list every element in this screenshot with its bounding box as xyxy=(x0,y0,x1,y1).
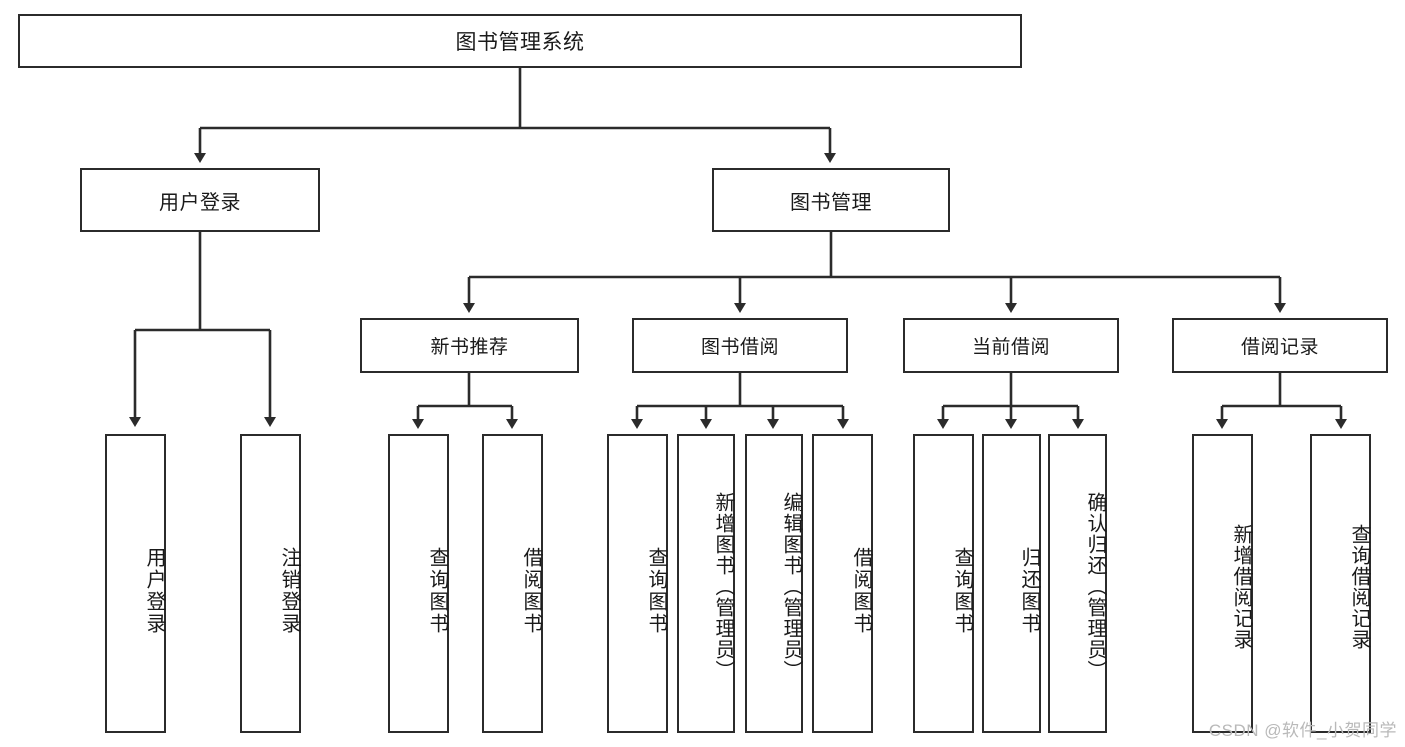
node-user-login[interactable]: 用户登录 xyxy=(80,168,320,232)
node-root-label: 图书管理系统 xyxy=(455,31,585,54)
leaf-add-record-label: 新增借阅记录 xyxy=(1230,523,1252,650)
node-borrow-record[interactable]: 借阅记录 xyxy=(1172,318,1388,373)
leaf-edit-book-label: 编辑图书（管理员） xyxy=(780,492,802,681)
leaf-confirm-return[interactable]: 确认归还（管理员） xyxy=(1048,434,1107,733)
node-current-borrow-label: 当前借阅 xyxy=(971,337,1050,358)
node-user-login-label: 用户登录 xyxy=(159,191,241,214)
leaf-query-book-2-label: 查询图书 xyxy=(645,546,667,635)
leaf-query-book-3-label: 查询图书 xyxy=(951,546,973,635)
leaf-query-book-3[interactable]: 查询图书 xyxy=(913,434,974,733)
leaf-borrow-book-2-label: 借阅图书 xyxy=(850,546,872,635)
node-book-manage-label: 图书管理 xyxy=(790,191,872,214)
node-root-book-management-system[interactable]: 图书管理系统 xyxy=(18,14,1022,68)
leaf-confirm-return-label: 确认归还（管理员） xyxy=(1084,492,1106,681)
node-borrow-record-label: 借阅记录 xyxy=(1240,337,1319,358)
leaf-return-book-label: 归还图书 xyxy=(1018,546,1040,635)
node-book-borrow-label: 图书借阅 xyxy=(700,337,779,358)
node-current-borrow[interactable]: 当前借阅 xyxy=(903,318,1119,373)
leaf-borrow-book-1[interactable]: 借阅图书 xyxy=(482,434,543,733)
leaf-logout-login[interactable]: 注销登录 xyxy=(240,434,301,733)
leaf-add-book-label: 新增图书（管理员） xyxy=(712,492,734,681)
leaf-add-record[interactable]: 新增借阅记录 xyxy=(1192,434,1253,733)
node-new-book-recommend-label: 新书推荐 xyxy=(430,337,509,358)
leaf-edit-book[interactable]: 编辑图书（管理员） xyxy=(745,434,803,733)
leaf-query-record-label: 查询借阅记录 xyxy=(1348,523,1370,650)
leaf-borrow-book-2[interactable]: 借阅图书 xyxy=(812,434,873,733)
leaf-borrow-book-1-label: 借阅图书 xyxy=(520,546,542,635)
node-new-book-recommend[interactable]: 新书推荐 xyxy=(360,318,579,373)
leaf-logout-login-label: 注销登录 xyxy=(278,546,300,635)
leaf-query-book-1-label: 查询图书 xyxy=(426,546,448,635)
csdn-watermark: CSDN @软件_小贺同学 xyxy=(1208,721,1397,740)
node-book-manage[interactable]: 图书管理 xyxy=(712,168,950,232)
leaf-query-book-1[interactable]: 查询图书 xyxy=(388,434,449,733)
leaf-return-book[interactable]: 归还图书 xyxy=(982,434,1041,733)
node-book-borrow[interactable]: 图书借阅 xyxy=(632,318,848,373)
leaf-user-login-label: 用户登录 xyxy=(143,546,165,635)
leaf-user-login[interactable]: 用户登录 xyxy=(105,434,166,733)
leaf-query-book-2[interactable]: 查询图书 xyxy=(607,434,668,733)
leaf-query-record[interactable]: 查询借阅记录 xyxy=(1310,434,1371,733)
leaf-add-book[interactable]: 新增图书（管理员） xyxy=(677,434,735,733)
